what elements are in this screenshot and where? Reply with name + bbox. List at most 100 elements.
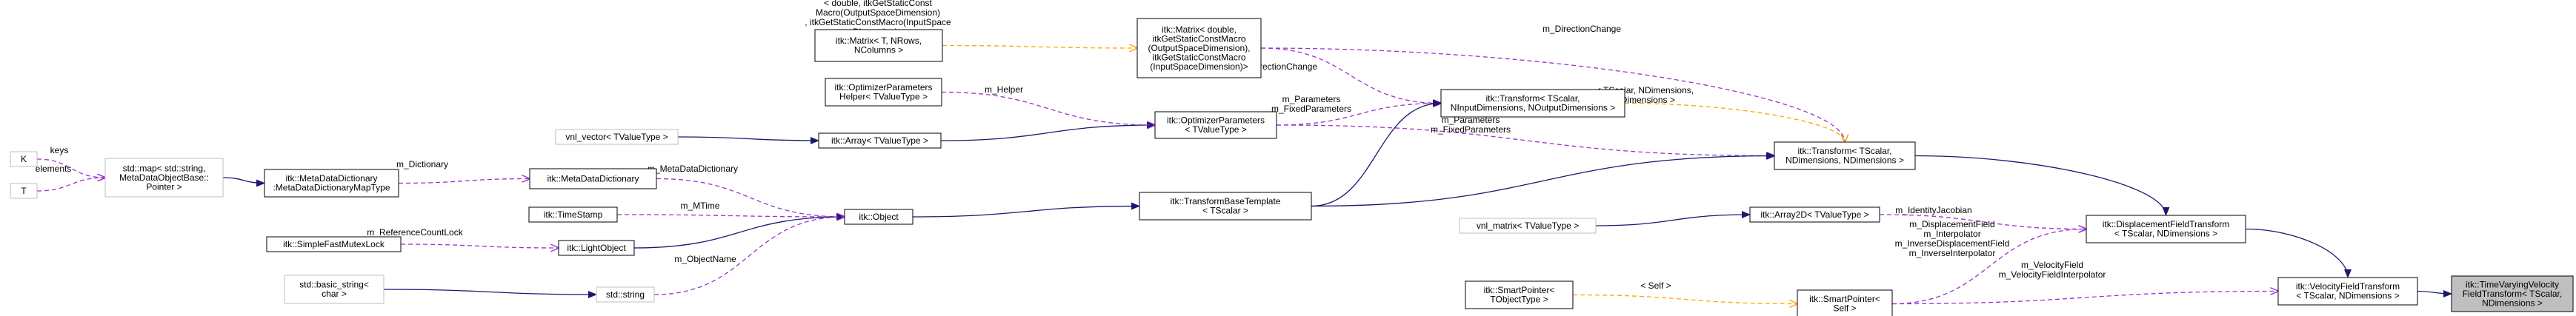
class-node-label-line: (OutputSpaceDimension), [1148, 43, 1250, 53]
class-node-box [528, 206, 618, 223]
class-node-box [814, 29, 943, 62]
class-node-label: itk::SmartPointer<TObjectType > [1484, 285, 1555, 305]
edge-label-line: Macro(OutputSpaceDimension) [816, 7, 940, 18]
edge-inherit-tbt-to-transformT [1311, 99, 1442, 207]
class-node-label-line: T [21, 186, 27, 196]
edge-label: m_Dictionary [396, 159, 448, 169]
class-node-lightobject[interactable]: itk::LightObject [558, 240, 635, 256]
class-node-label: vnl_matrix< TValueType > [1477, 221, 1579, 231]
edge-member-matrixD-to-transformN [1260, 47, 1845, 142]
class-node-label-line: < TScalar, NDimensions > [2114, 229, 2217, 239]
class-node-tbt[interactable]: itk::TransformBaseTemplate< TScalar > [1139, 192, 1312, 221]
class-node-dft[interactable]: itk::DisplacementFieldTransform< TScalar… [2086, 215, 2246, 243]
class-node-label-line: FieldTransform< TScalar, [2463, 289, 2562, 299]
edge-label: m_MTime [681, 201, 720, 211]
class-node-stdmap: std::map< std::string,MetaDataObjectBase… [104, 158, 224, 198]
class-node-label-line: NDimensions > [2482, 297, 2543, 308]
class-node-label: itk::Transform< TScalar,NInputDimensions… [1451, 93, 1615, 113]
class-node-label: itk::SmartPointer<Self > [1809, 294, 1880, 314]
class-node-vft[interactable]: itk::VelocityFieldTransform< TScalar, ND… [2277, 277, 2418, 306]
class-node-box [1465, 280, 1574, 309]
edge-label-line: m_ReferenceCountLock [367, 227, 463, 238]
class-node-sptrSelf[interactable]: itk::SmartPointer<Self > [1797, 289, 1893, 316]
edge-member-sptrSelf-to-vft [1891, 292, 2278, 305]
class-node-label-line: < TScalar, NDimensions > [2296, 291, 2399, 301]
edge-inherit-dft-to-vft [2245, 228, 2352, 278]
edge-label: m_ObjectName [674, 254, 736, 264]
class-node-mdd[interactable]: itk::MetaDataDictionary:MetaDataDictiona… [264, 169, 399, 198]
class-node-box [1154, 111, 1277, 139]
class-node-label-line: Self > [1833, 303, 1856, 314]
class-node-transformN[interactable]: itk::Transform< TScalar,NDimensions, NDi… [1774, 141, 1916, 170]
edge-label-line: < Self > [1640, 280, 1671, 291]
class-node-box [2451, 275, 2574, 312]
class-node-matrixT[interactable]: itk::Matrix< T, NRows,NColumns > [814, 29, 943, 62]
edge-label-line: m_VelocityFieldInterpolator [1999, 269, 2106, 280]
edge-label-line: m_Dictionary [396, 159, 448, 169]
edge-label-line: m_VelocityField [2021, 260, 2083, 270]
edge-member-optparams-to-transformN [1276, 124, 1774, 156]
class-node-object[interactable]: itk::Object [844, 209, 913, 225]
class-node-label-line: std::map< std::string, [123, 163, 206, 173]
class-node-box [529, 168, 657, 189]
edge-label-line: m_FixedParameters [1271, 104, 1351, 114]
class-node-array2d[interactable]: itk::Array2D< TValueType > [1749, 206, 1880, 223]
class-node-transformT[interactable]: itk::Transform< TScalar,NInputDimensions… [1440, 89, 1625, 118]
class-node-T: T [10, 183, 38, 199]
class-node-array[interactable]: itk::Array< TValueType > [818, 132, 942, 149]
class-node-optparams[interactable]: itk::OptimizerParameters< TValueType > [1154, 111, 1277, 139]
class-node-box [818, 132, 942, 149]
edge-member-optparams-to-transformT [1276, 104, 1441, 126]
class-node-label-line: Pointer > [146, 181, 182, 192]
class-node-matrixD[interactable]: itk::Matrix< double,itkGetStaticConstMac… [1136, 18, 1262, 78]
class-node-mutexlock[interactable]: itk::SimpleFastMutexLock [266, 236, 402, 252]
class-node-label: itk::Matrix< double,itkGetStaticConstMac… [1148, 24, 1250, 72]
class-node-label: itk::Array2D< TValueType > [1760, 209, 1868, 220]
class-node-timestamp[interactable]: itk::TimeStamp [528, 206, 618, 223]
class-node-label-line: itk::Matrix< T, NRows, [836, 36, 922, 46]
edge-tmpl-transformT-to-transformN [1624, 102, 1845, 143]
edge-label-line: m_Parameters [1282, 94, 1341, 104]
edge-member-mdd2-to-object [656, 178, 845, 218]
edge-label: m_IdentityJacobian [1895, 205, 1971, 215]
class-node-label-line: vnl_vector< TValueType > [565, 132, 668, 142]
class-node-label: itk::MetaDataDictionary [547, 173, 639, 184]
class-node-box [825, 78, 942, 107]
class-node-box [1797, 289, 1893, 316]
class-node-sptrT[interactable]: itk::SmartPointer<TObjectType > [1465, 280, 1574, 309]
class-node-box [555, 129, 679, 145]
edge-inherit-stdmap-to-mdd [222, 177, 265, 187]
class-node-stdstring: std::string [596, 286, 655, 303]
class-node-label-line: vnl_matrix< TValueType > [1477, 221, 1579, 231]
class-node-label-line: < TScalar > [1202, 206, 1248, 216]
class-node-label-line: K [21, 154, 27, 164]
class-node-label-line: < TValueType > [1185, 124, 1247, 135]
class-node-label-line: std::basic_string< [299, 280, 369, 290]
class-node-label-line: itk::Transform< TScalar, [1797, 146, 1891, 156]
edge-label: m_DirectionChange [1542, 24, 1621, 34]
class-node-label: itk::VelocityFieldTransform< TScalar, ND… [2296, 281, 2400, 301]
class-node-K: K [10, 151, 38, 167]
edge-label-line: m_Interpolator [1923, 229, 1980, 239]
class-node-mdd2[interactable]: itk::MetaDataDictionary [529, 168, 657, 189]
class-node-vnlvector: vnl_vector< TValueType > [555, 129, 679, 145]
edge-label: < Self > [1640, 280, 1671, 291]
class-node-box [104, 158, 224, 198]
class-node-box [1774, 141, 1916, 170]
edge-label: elements [36, 164, 72, 174]
edge-inherit-vnlmatrix-to-array2d [1595, 211, 1751, 226]
class-node-label-line: itk::TransformBaseTemplate [1171, 196, 1281, 206]
edge-label-line: keys [50, 145, 69, 155]
edge-label-line: < double, itkGetStaticConst [824, 0, 932, 8]
class-node-label: itk::SimpleFastMutexLock [283, 239, 385, 249]
edge-member-K-to-stdmap [36, 158, 105, 178]
class-node-label-line: itk::Array< TValueType > [831, 135, 928, 146]
edge-label: keys [50, 145, 69, 155]
